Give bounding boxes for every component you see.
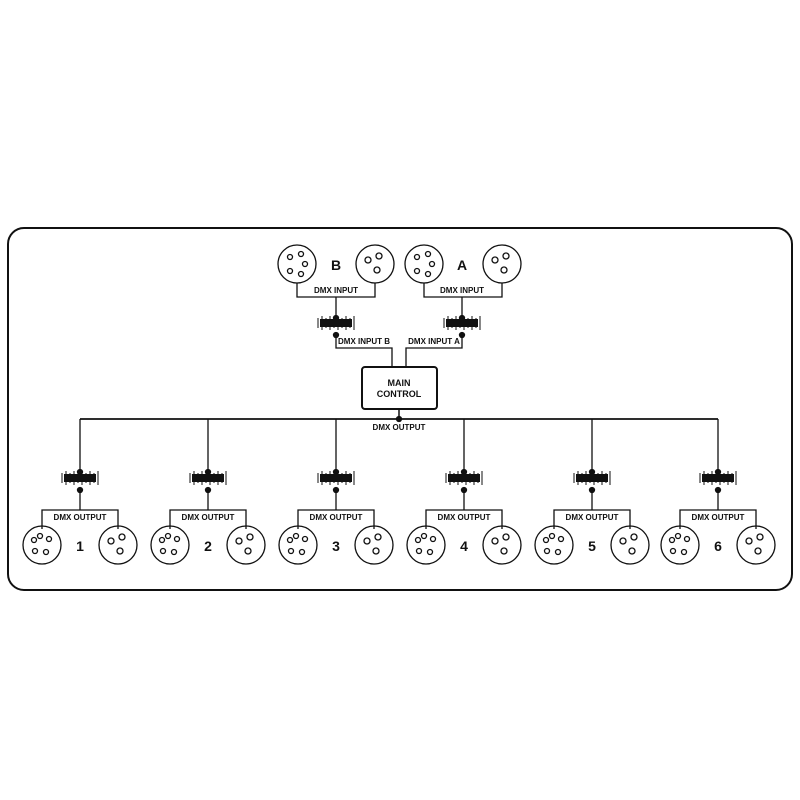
input-b-line: [335, 335, 393, 367]
output-bus-label: DMX OUTPUT: [373, 423, 426, 432]
xlr-female-connector-icon: [278, 525, 318, 565]
xlr-female-connector-icon: [22, 525, 62, 565]
isolation-transformer-icon: [443, 314, 481, 339]
input-group-a: A DMX INPUT DMX INPUT A: [404, 244, 522, 367]
output-label: DMX OUTPUT: [54, 513, 107, 522]
output-number: 2: [204, 538, 212, 554]
input-bus-label: DMX INPUT: [314, 286, 358, 295]
xlr-male-connector-icon: [736, 525, 776, 565]
isolation-transformer-icon: [317, 314, 355, 339]
device-frame: [7, 227, 793, 591]
output-bus-bracket: [553, 490, 631, 529]
output-number: 6: [714, 538, 722, 554]
output-channel-5: DMX OUTPUT 5: [534, 419, 650, 565]
xlr-male-connector-icon: [355, 244, 395, 284]
output-bus-bracket: [41, 490, 119, 529]
output-channel-2: DMX OUTPUT 2: [150, 419, 266, 565]
xlr-female-connector-icon: [277, 244, 317, 284]
output-channel-3: DMX OUTPUT 3: [278, 419, 394, 565]
isolation-transformer-icon: [189, 468, 227, 494]
input-letter: A: [457, 257, 467, 273]
output-number: 1: [76, 538, 84, 554]
input-bus-bracket: [296, 283, 376, 317]
main-control-block: MAIN CONTROL: [361, 366, 438, 423]
output-number: 5: [588, 538, 596, 554]
output-bus-bracket: [169, 490, 247, 529]
input-bus-label: DMX INPUT: [440, 286, 484, 295]
main-control-line2: CONTROL: [377, 389, 422, 399]
input-letter: B: [331, 257, 341, 273]
input-group-b: B DMX INPUT DMX INPUT B: [277, 244, 395, 367]
output-label: DMX OUTPUT: [310, 513, 363, 522]
output-channel-4: DMX OUTPUT 4: [406, 419, 522, 565]
output-label: DMX OUTPUT: [566, 513, 619, 522]
xlr-male-connector-icon: [226, 525, 266, 565]
xlr-male-connector-icon: [354, 525, 394, 565]
xlr-female-connector-icon: [534, 525, 574, 565]
output-label: DMX OUTPUT: [438, 513, 491, 522]
xlr-male-connector-icon: [482, 525, 522, 565]
input-line-label: DMX INPUT A: [408, 337, 460, 346]
xlr-male-connector-icon: [482, 244, 522, 284]
output-label: DMX OUTPUT: [182, 513, 235, 522]
output-channel-6: DMX OUTPUT 6: [660, 419, 776, 565]
xlr-female-connector-icon: [406, 525, 446, 565]
input-a-line: [405, 335, 463, 367]
main-control-line1: MAIN: [388, 378, 411, 388]
xlr-male-connector-icon: [610, 525, 650, 565]
output-number: 4: [460, 538, 468, 554]
input-bus-bracket: [423, 283, 503, 317]
output-bus-bracket: [679, 490, 757, 529]
isolation-transformer-icon: [61, 468, 99, 494]
xlr-female-connector-icon: [150, 525, 190, 565]
output-bus-bracket: [425, 490, 503, 529]
output-label: DMX OUTPUT: [692, 513, 745, 522]
isolation-transformer-icon: [445, 468, 483, 494]
output-number: 3: [332, 538, 340, 554]
xlr-female-connector-icon: [404, 244, 444, 284]
output-bus-bracket: [297, 490, 375, 529]
xlr-female-connector-icon: [660, 525, 700, 565]
input-line-label: DMX INPUT B: [338, 337, 390, 346]
isolation-transformer-icon: [317, 468, 355, 494]
isolation-transformer-icon: [699, 468, 737, 494]
xlr-male-connector-icon: [98, 525, 138, 565]
output-channel-1: DMX OUTPUT 1: [22, 419, 138, 565]
isolation-transformer-icon: [573, 468, 611, 494]
